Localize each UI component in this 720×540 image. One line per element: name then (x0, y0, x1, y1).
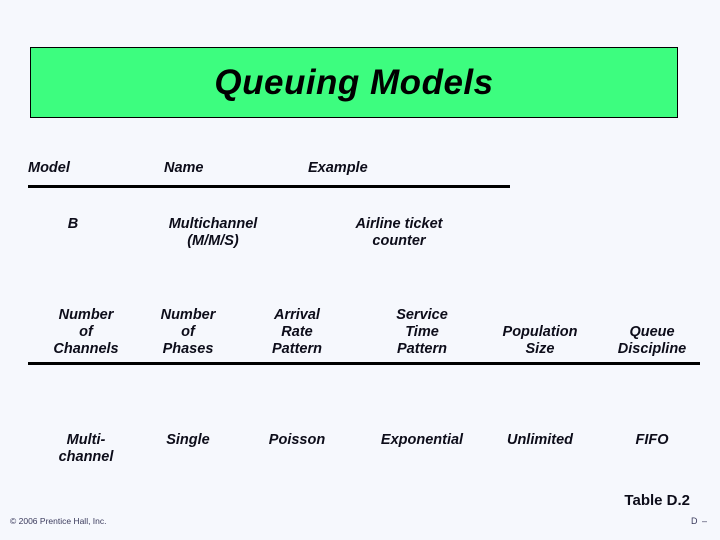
table-caption: Table D.2 (624, 492, 690, 509)
header-line3: Channels (53, 341, 119, 357)
cell-channels: Multi- channel (36, 432, 136, 466)
header-line3: Pattern (397, 341, 447, 357)
model-table-header-row: Model Name Example (28, 160, 510, 184)
table-row: B Multichannel (M/M/S) Airline ticket co… (28, 216, 510, 266)
table-row: Multi- channel Single Poisson Exponentia… (28, 432, 700, 472)
header-line3: Pattern (272, 341, 322, 357)
cell-name-line1: Multichannel (168, 216, 258, 232)
column-header-population-size: Population Size (480, 324, 600, 358)
header-line3: Discipline (617, 341, 687, 357)
cell-example: Airline ticket counter (300, 216, 498, 250)
column-header-name: Name (164, 160, 204, 176)
characteristics-table-header-rule (28, 362, 700, 365)
header-line2: of (79, 324, 93, 340)
cell-model: B (67, 216, 79, 232)
header-line2: Time (405, 324, 439, 340)
cell-population-size: Unlimited (506, 432, 574, 448)
cell-channels-line2: channel (58, 449, 114, 465)
column-header-example: Example (308, 160, 368, 176)
header-line2: Rate (281, 324, 313, 340)
characteristics-table-header-row: Number of Channels Number of Phases Arri… (28, 296, 700, 358)
cell-name: Multichannel (M/M/S) (118, 216, 308, 250)
column-header-service-time-pattern: Service Time Pattern (358, 307, 486, 358)
header-line1: Number (58, 307, 114, 323)
cell-channels-line1: Multi- (66, 432, 106, 448)
header-line1: Service (396, 307, 448, 323)
cell-service-time: Exponential (380, 432, 464, 448)
column-header-number-of-channels: Number of Channels (36, 307, 136, 358)
header-line1: Number (160, 307, 216, 323)
copyright-notice: © 2006 Prentice Hall, Inc. (10, 516, 107, 526)
column-header-number-of-phases: Number of Phases (140, 307, 236, 358)
column-header-queue-discipline: Queue Discipline (604, 324, 700, 358)
cell-name-line2: (M/M/S) (187, 233, 239, 249)
header-line2: Population (502, 324, 578, 340)
title-banner: Queuing Models (30, 47, 678, 118)
header-line2: of (181, 324, 195, 340)
header-line3: Size (525, 341, 555, 357)
page-title: Queuing Models (214, 62, 494, 102)
column-header-arrival-rate-pattern: Arrival Rate Pattern (242, 307, 352, 358)
cell-example-line2: counter (372, 233, 426, 249)
model-table: Model Name Example B Multichannel (M/M/S… (28, 160, 510, 266)
page-number: D – (690, 516, 708, 526)
model-table-header-rule (28, 185, 510, 188)
cell-arrival-rate: Poisson (268, 432, 326, 448)
column-header-model: Model (28, 160, 70, 176)
header-line1: Arrival (274, 307, 320, 323)
cell-phases: Single (166, 432, 210, 448)
cell-example-line1: Airline ticket (355, 216, 443, 232)
header-line2: Queue (629, 324, 675, 340)
header-line3: Phases (162, 341, 214, 357)
cell-queue-discipline: FIFO (635, 432, 669, 448)
characteristics-table: Number of Channels Number of Phases Arri… (28, 296, 700, 472)
